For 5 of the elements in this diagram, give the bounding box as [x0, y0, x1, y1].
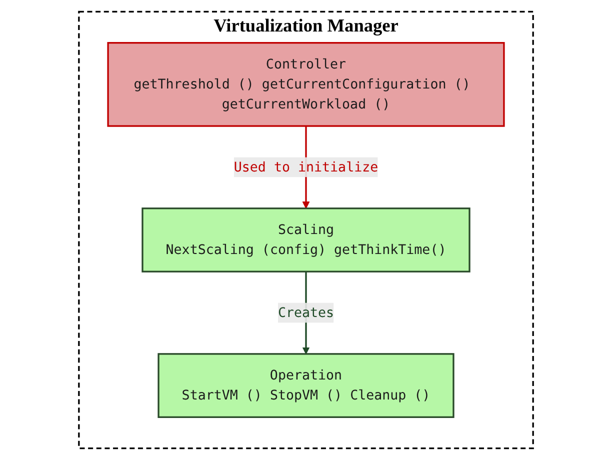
node-box: Controller getThreshold () getCurrentConfiguration () getCurrentWorkload ()	[106, 42, 504, 126]
node-box: Scaling NextScaling (config) getThinkTime()	[141, 207, 470, 272]
node-box: Operation StartVM () StopVM () Cleanup ()	[157, 352, 454, 418]
edge-label: Used to initialize	[233, 158, 378, 174]
edge-label: Creates	[277, 304, 334, 320]
